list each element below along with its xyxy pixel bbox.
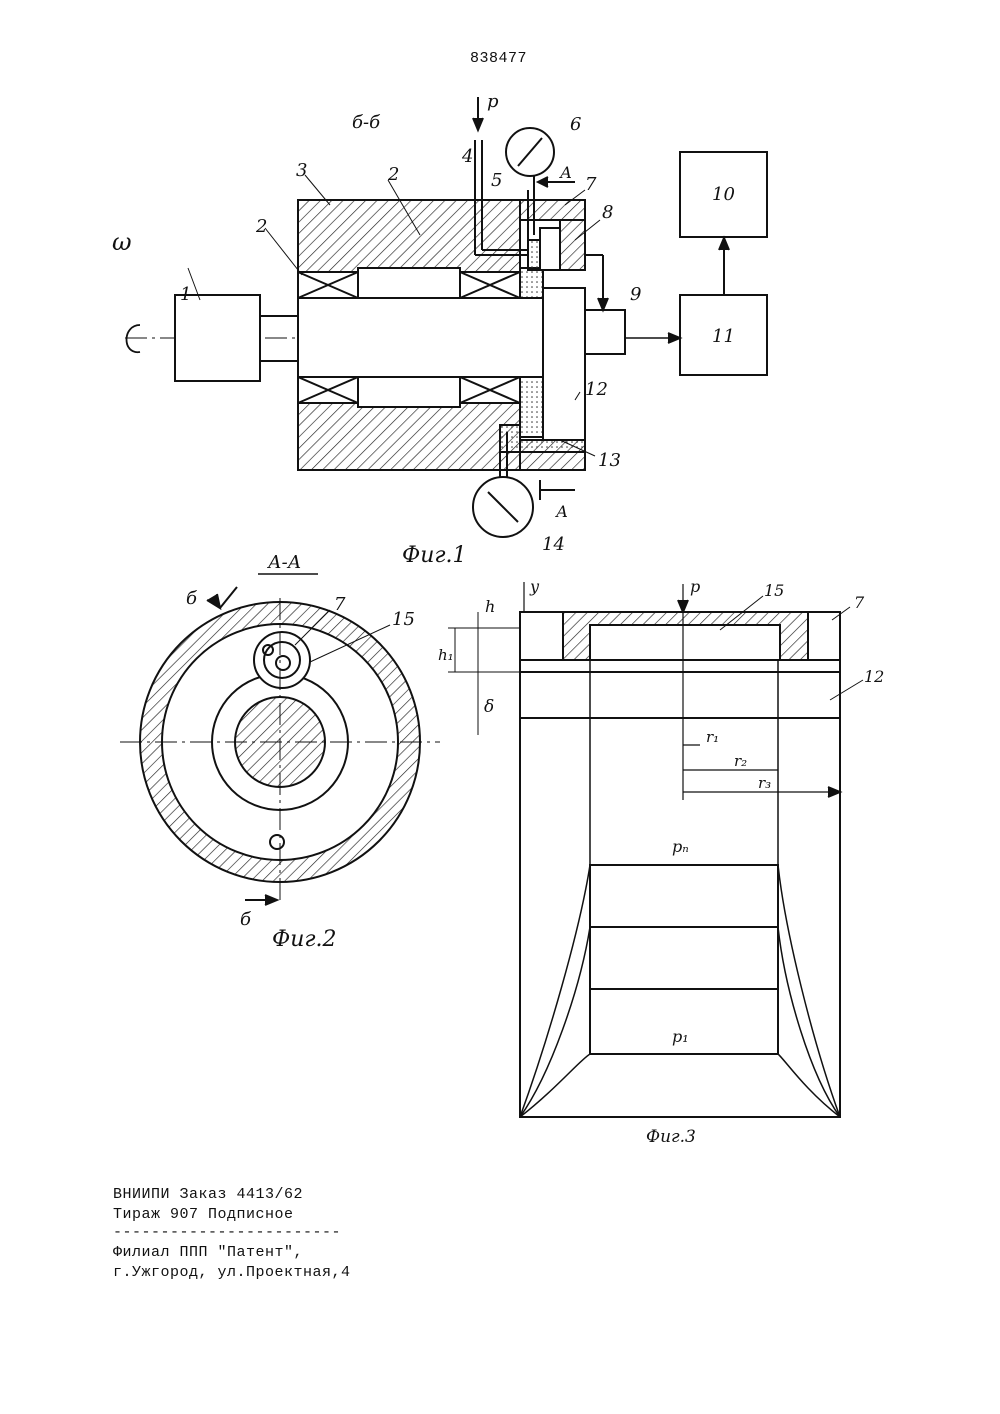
fig3-part-15: 15 [764,581,784,600]
fig1-section-a-top: А [559,163,572,182]
fig1-part-8: 8 [602,202,613,223]
fig1-part-7: 7 [585,174,597,195]
fig1-part-4: 4 [461,146,473,167]
fig1-part-3: 3 [296,160,307,181]
fig3-part-7: 7 [854,593,865,612]
fig1-section-label: б-б [352,112,381,133]
fig1-part-2b: 2 [387,164,399,185]
fig1-pressure-label: р [487,91,499,112]
fig1-part-6: 6 [570,114,581,135]
imprint-line-1: ВНИИПИ Заказ 4413/62 [113,1186,303,1203]
fig1-section-a-bottom: А [555,502,568,521]
fig3-dim-h: h [485,597,495,616]
fig3-radius-r3: r₃ [758,774,771,792]
fig2-caption: Фиг.2 [272,927,337,952]
imprint-line-3: Филиал ППП "Патент", [113,1244,303,1261]
fig3-axis-y: y [529,577,540,596]
fig1-part-13: 13 [598,450,621,471]
fig2-part-7: 7 [334,594,346,615]
fig3-pressure-pn: pₙ [672,837,689,856]
fig1-caption: Фиг.1 [402,543,467,568]
fig1-part-11: 11 [712,326,735,347]
fig3-drawing [448,582,863,1117]
fig3-pressure-label: р [690,577,700,596]
fig1-part-5: 5 [491,170,502,191]
fig1-part-10: 10 [712,184,735,205]
fig1-drawing [125,97,767,537]
fig3-part-12: 12 [864,667,884,686]
imprint-separator: ------------------------ [113,1224,341,1241]
fig2-section-b-top: б [186,588,198,609]
fig2-drawing [120,587,440,905]
fig3-dim-h1: h₁ [438,646,454,664]
fig3-pressure-p1: p₁ [672,1027,689,1046]
fig2-section-label: А-А [266,552,301,573]
fig1-part-14: 14 [542,534,565,555]
fig1-part-1: 1 [180,284,191,305]
fig3-radius-r2: r₂ [734,752,747,770]
fig3-caption: Фиг.3 [646,1127,696,1147]
fig1-part-2a: 2 [255,216,267,237]
fig1-omega-label: ω [112,228,132,256]
fig3-dim-delta: δ [484,697,494,717]
fig2-part-15: 15 [392,609,415,630]
fig2-section-b-bottom: б [240,909,252,930]
imprint-line-2: Тираж 907 Подписное [113,1206,294,1223]
fig3-radius-r1: r₁ [706,728,719,746]
fig1-part-12: 12 [585,379,608,400]
imprint-line-4: г.Ужгород, ул.Проектная,4 [113,1264,351,1281]
fig1-part-9: 9 [630,284,641,305]
fig3-labels: y р h h₁ δ r₁ r₂ r₃ 15 7 12 pₙ p₁ Фиг.3 [438,577,884,1147]
